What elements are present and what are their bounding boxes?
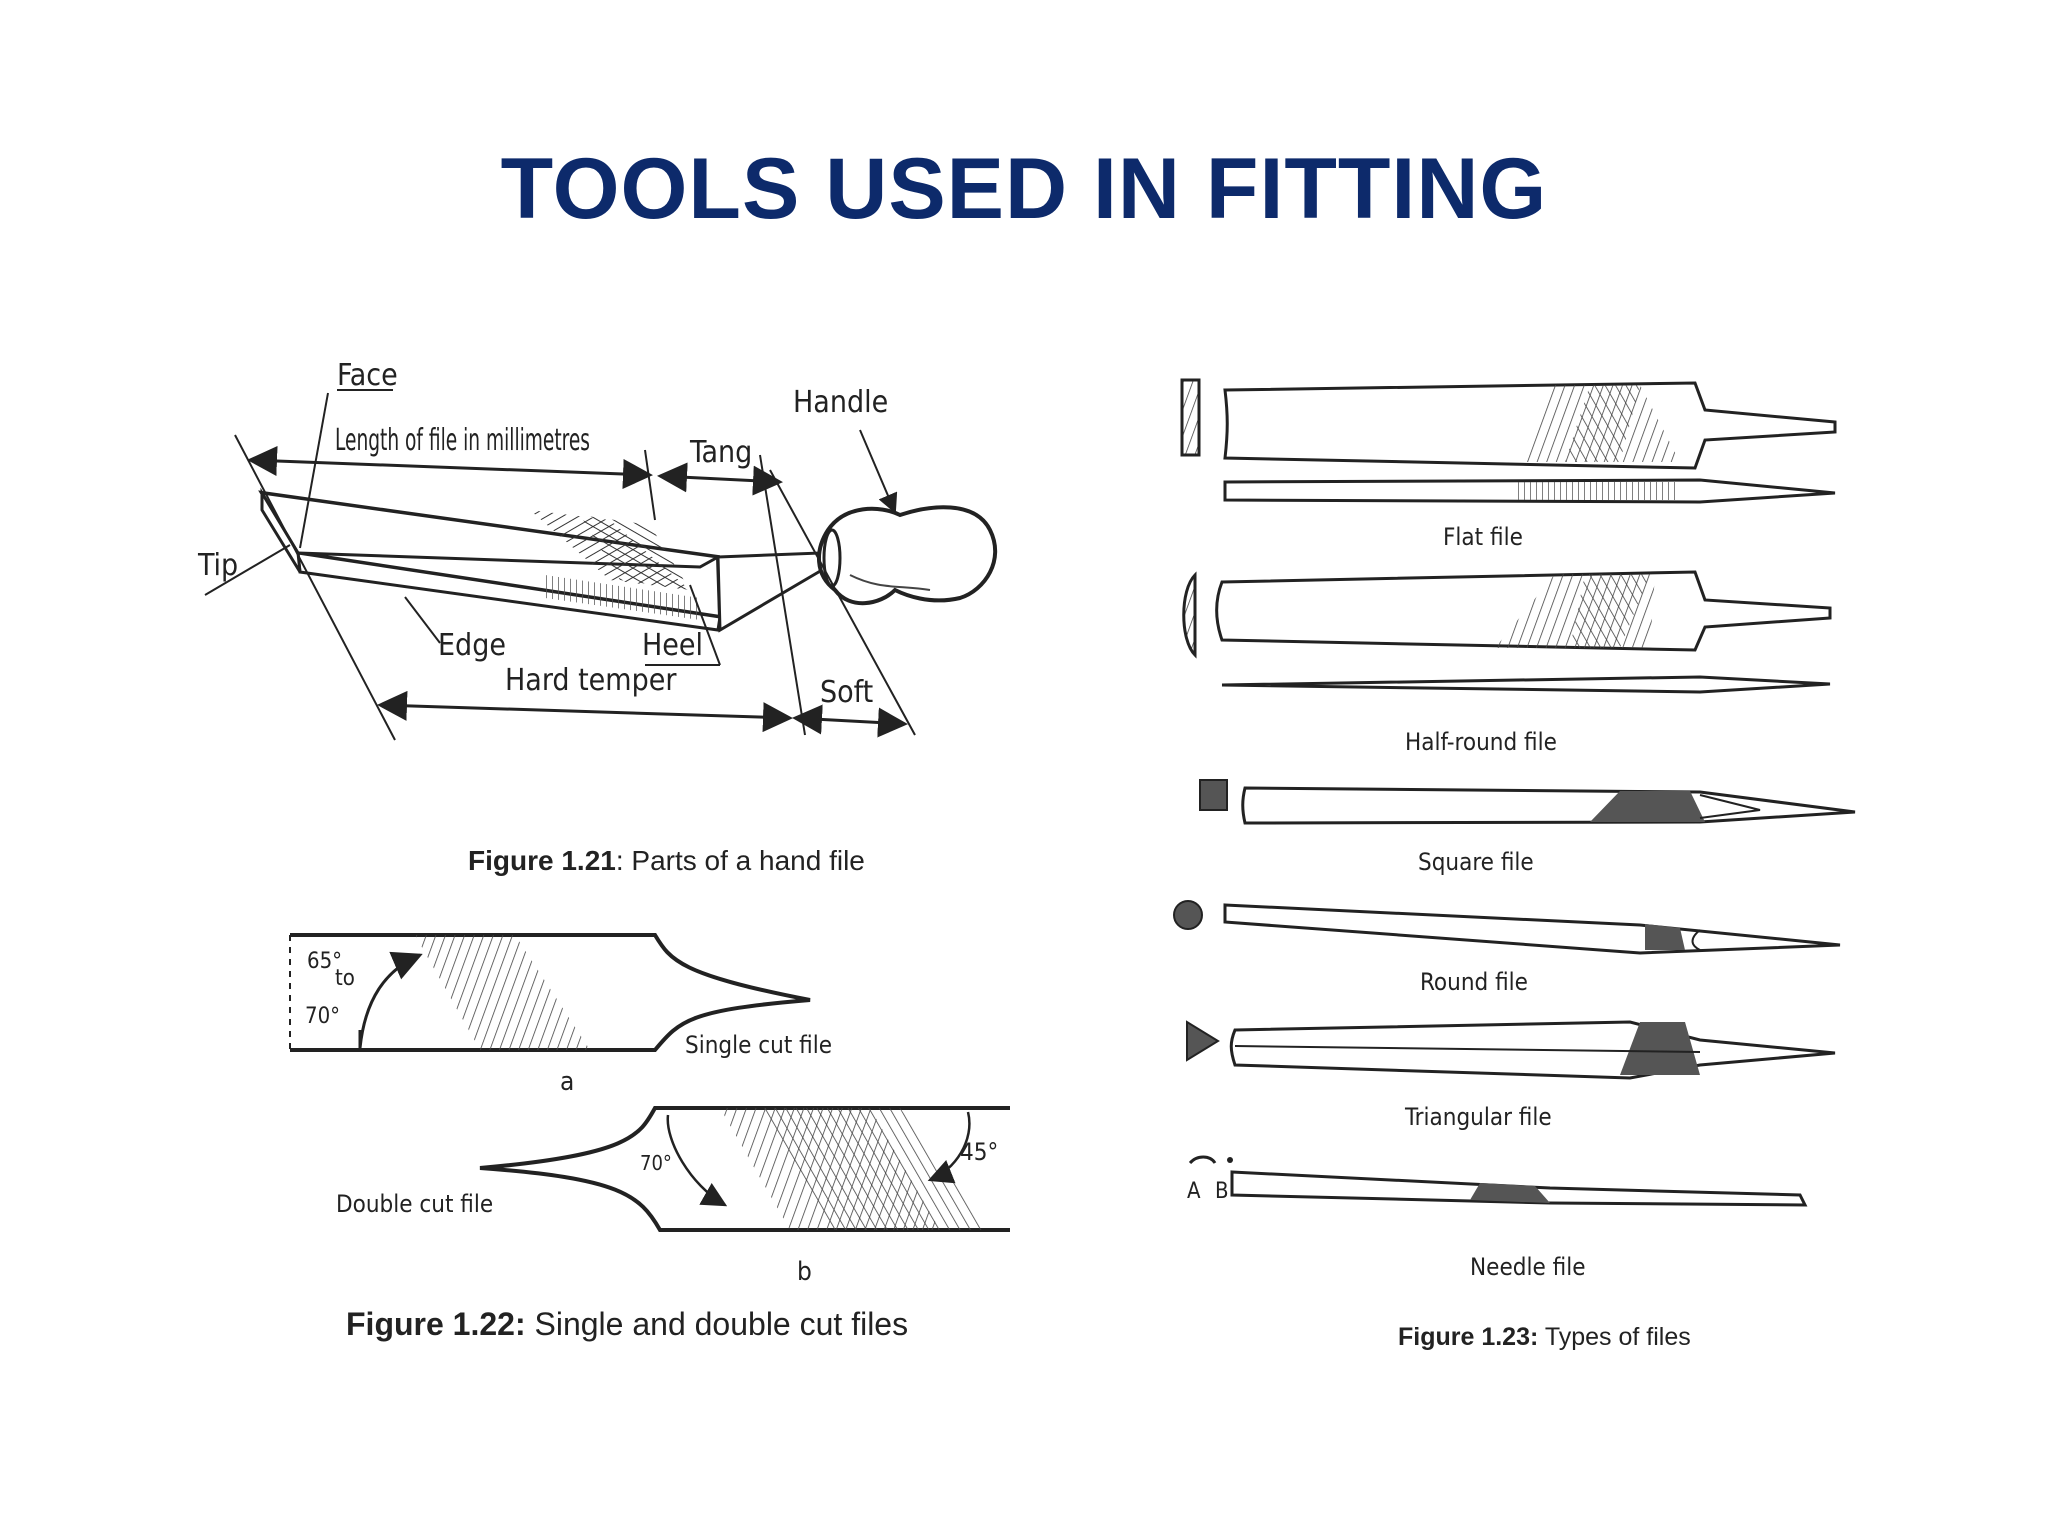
round-file-drawing (1173, 900, 1841, 955)
single-cut-file-drawing (289, 933, 811, 1052)
file-type-label-half-round: Half-round file (1405, 728, 1557, 756)
caption-122-rest: Single and double cut files (526, 1306, 908, 1342)
double-cut-label: Double cut file (336, 1190, 493, 1218)
tang-dimension-line (657, 462, 783, 496)
file-type-label-triangular: Triangular file (1404, 1103, 1552, 1131)
slide-title: TOOLS USED IN FITTING (500, 141, 1548, 237)
hand-file-drawing (258, 487, 998, 633)
single-angle-bottom: 70° (305, 1004, 340, 1029)
double-angle-left: 70° (640, 1151, 672, 1175)
caption-123-rest: Types of files (1538, 1323, 1690, 1351)
figure-1-21: Face Length of file in millimetres Tang … (197, 358, 998, 876)
square-file-drawing (1199, 779, 1856, 825)
half-round-file-drawing (1182, 570, 1832, 694)
single-cut-label: Single cut file (685, 1031, 832, 1059)
label-edge: Edge (438, 628, 506, 663)
label-tip: Tip (197, 548, 238, 583)
needle-file-drawing (1188, 1155, 1808, 1207)
length-dimension-line (247, 446, 653, 489)
needle-mark-a: A (1187, 1179, 1201, 1204)
caption-figure-1-21: Figure 1.21: Parts of a hand file (468, 845, 865, 876)
flat-file-drawing (1180, 378, 1837, 504)
label-soft: Soft (820, 675, 873, 710)
file-type-label-flat: Flat file (1443, 523, 1523, 551)
single-angle-top: 65° (307, 949, 342, 974)
double-angle-right: 45° (960, 1138, 998, 1166)
double-letter-b: b (797, 1257, 812, 1287)
soft-dimension-line (792, 704, 908, 738)
file-type-label-needle: Needle file (1470, 1253, 1585, 1281)
file-type-label-round: Round file (1420, 968, 1528, 996)
figure-1-23: Flat file Half-round file Square file Ro… (1173, 378, 1856, 1351)
caption-figure-1-23: Figure 1.23: Types of files (1398, 1323, 1691, 1351)
label-handle: Handle (793, 385, 888, 420)
caption-122-bold: Figure 1.22: (346, 1306, 526, 1342)
label-tang: Tang (689, 435, 752, 470)
hard-temper-dimension-line (377, 690, 793, 733)
triangular-file-drawing (1186, 1020, 1836, 1080)
label-heel: Heel (642, 628, 703, 663)
single-letter-a: a (560, 1067, 574, 1097)
double-cut-file-drawing (479, 1106, 1010, 1232)
file-type-label-square: Square file (1418, 848, 1534, 876)
caption-123-bold: Figure 1.23: (1398, 1323, 1538, 1351)
label-hard-temper: Hard temper (505, 663, 677, 698)
caption-121-bold: Figure 1.21 (468, 845, 616, 876)
label-length: Length of file in millimetres (335, 423, 590, 458)
single-angle-to: to (335, 966, 355, 991)
label-face: Face (337, 358, 398, 393)
figure-1-22: 65° to 70° Single cut file a 70° 45° Dou… (289, 933, 1010, 1342)
caption-121-rest: : Parts of a hand file (616, 845, 865, 876)
caption-figure-1-22: Figure 1.22: Single and double cut files (346, 1306, 908, 1342)
needle-mark-b: B (1215, 1179, 1229, 1204)
